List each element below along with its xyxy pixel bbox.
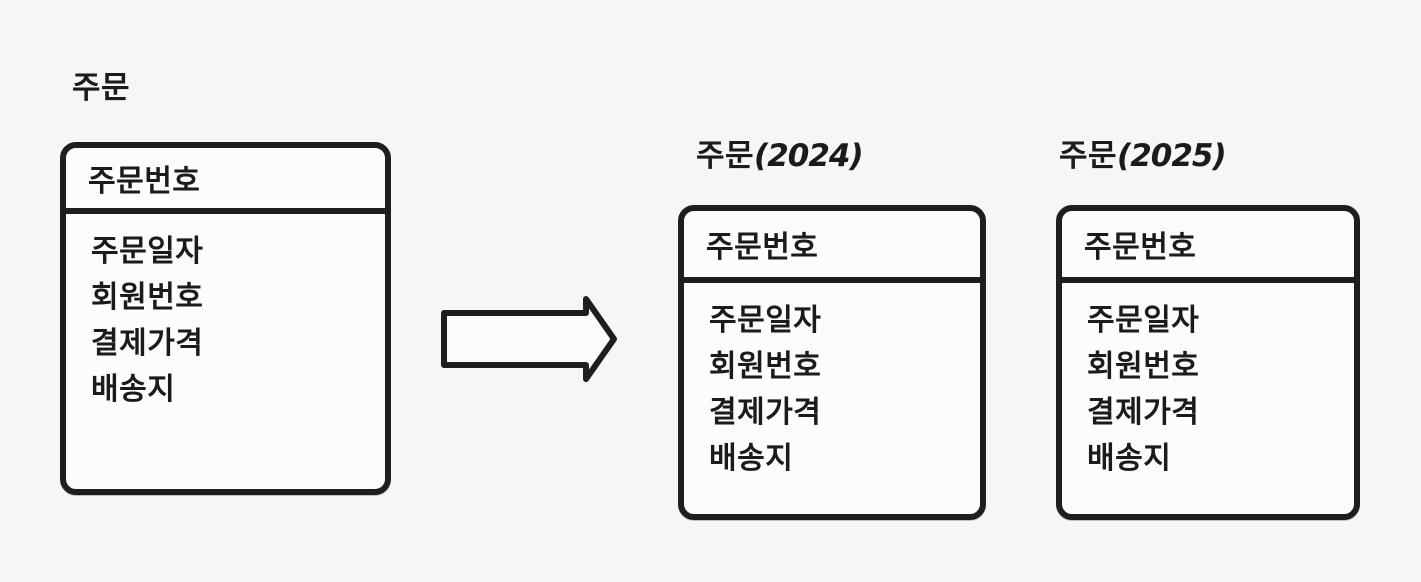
target-table-2025-title: 주문(2025) [1059,130,1227,175]
table-field: 주문일자 [709,304,822,337]
table-field: 주문일자 [1087,304,1200,337]
source-table: 주문번호 주문일자 회원번호 결제가격 배송지 [60,142,391,495]
target-table-2024-title-name: 주문 [696,138,755,173]
target-table-2024: 주문번호 주문일자 회원번호 결제가격 배송지 [678,205,986,520]
source-table-header-label: 주문번호 [88,165,201,198]
target-table-2025-title-name: 주문 [1059,138,1118,173]
target-table-2025: 주문번호 주문일자 회원번호 결제가격 배송지 [1056,205,1360,520]
source-table-title: 주문 [72,70,131,105]
table-field: 회원번호 [91,281,204,314]
target-table-2025-body: 주문일자 회원번호 결제가격 배송지 [1062,283,1354,482]
source-table-body: 주문일자 회원번호 결제가격 배송지 [66,214,385,413]
table-field: 결제가격 [709,396,822,429]
target-table-2024-body: 주문일자 회원번호 결제가격 배송지 [684,283,980,482]
target-table-2024-title: 주문(2024) [696,130,864,175]
table-field: 주문일자 [91,235,204,268]
table-field: 결제가격 [1087,396,1200,429]
table-field: 배송지 [1087,442,1172,475]
table-field: 회원번호 [1087,350,1200,383]
target-table-2025-header-row: 주문번호 [1062,211,1354,283]
target-table-2024-header-row: 주문번호 [684,211,980,283]
table-field: 배송지 [709,442,794,475]
table-field: 결제가격 [91,327,204,360]
block-arrow-right-icon [441,296,617,382]
source-table-header-row: 주문번호 [66,148,385,214]
table-field: 회원번호 [709,350,822,383]
target-table-2025-title-year: (2025) [1117,138,1227,174]
target-table-2025-header-label: 주문번호 [1084,231,1197,264]
table-field: 배송지 [91,373,176,406]
target-table-2024-header-label: 주문번호 [706,231,819,264]
target-table-2024-title-year: (2024) [754,138,864,174]
